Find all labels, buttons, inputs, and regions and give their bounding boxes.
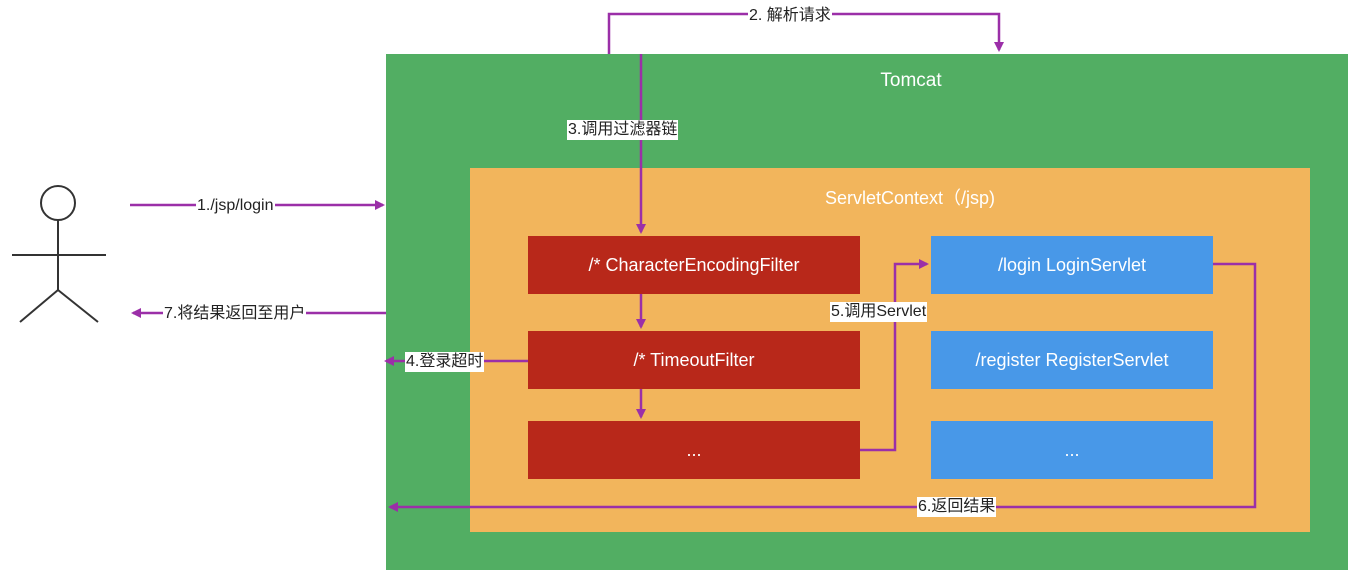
servlet-register: /register RegisterServlet [931,331,1213,389]
user-actor-icon [12,185,106,323]
servlet-context-title: ServletContext（/jsp) [824,188,996,208]
label-step2: 2. 解析请求 [748,6,832,26]
filter-more: ... [528,421,860,479]
arrow-step6 [388,262,1257,512]
filter-timeout: /* TimeoutFilter [528,331,860,389]
label-step1: 1./jsp/login [196,196,275,216]
filter-character-encoding: /* CharacterEncodingFilter [528,236,860,294]
tomcat-title: Tomcat [880,70,942,91]
label-step7: 7.将结果返回至用户 [163,304,307,324]
label-step4: 4.登录超时 [405,352,485,372]
servlet-more: ... [931,421,1213,479]
servlet-login: /login LoginServlet [931,236,1213,294]
label-step6: 6.返回结果 [917,497,997,517]
label-step5: 5.调用Servlet [830,302,928,322]
label-step3: 3.调用过滤器链 [567,120,679,140]
arrow-step5 [860,259,929,452]
